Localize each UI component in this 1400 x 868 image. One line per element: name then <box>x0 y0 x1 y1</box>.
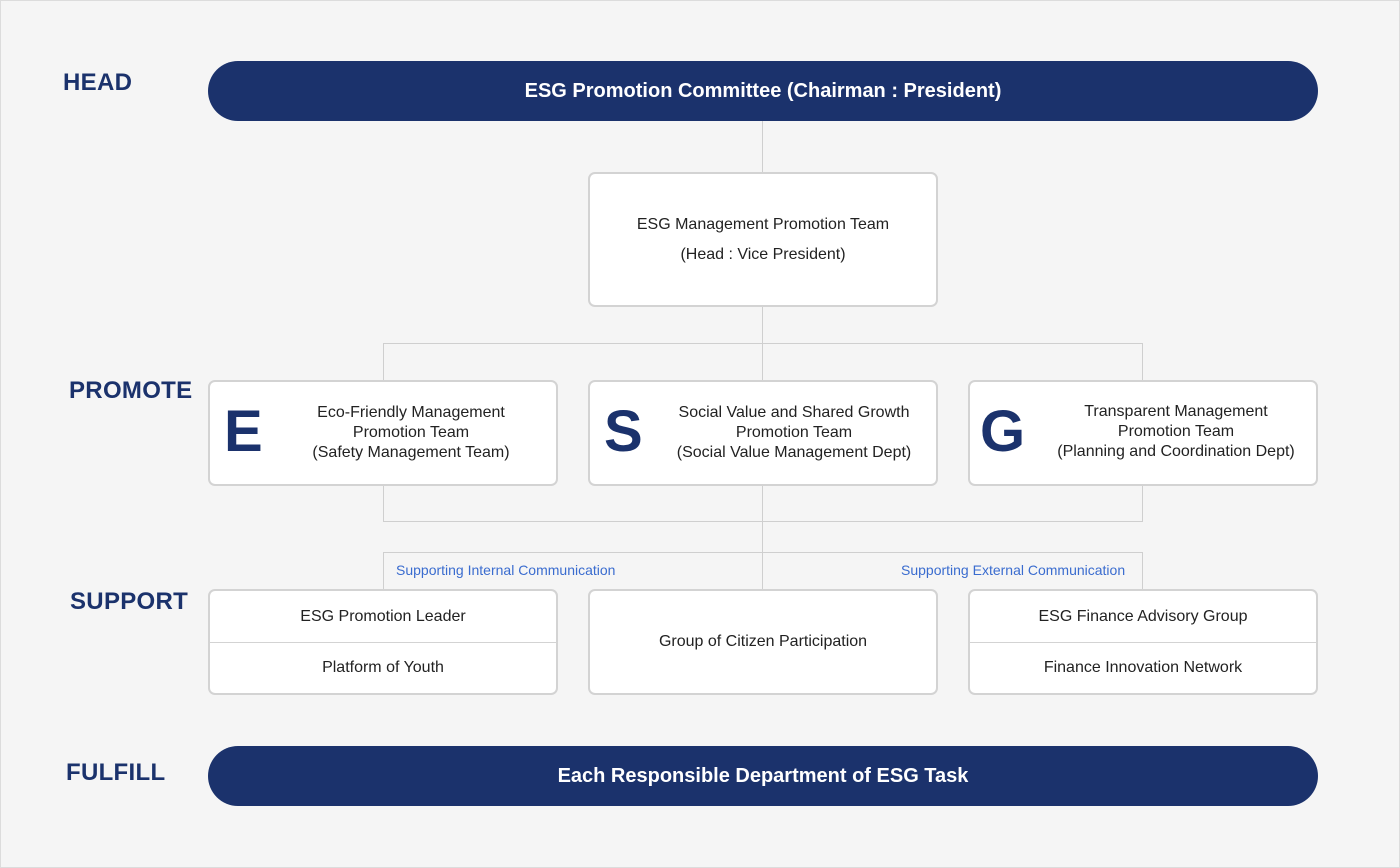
promote-team-e-line3: (Safety Management Team) <box>312 444 510 461</box>
support-item-platform-youth-text: Platform of Youth <box>322 658 444 676</box>
support-item-platform-youth: Platform of Youth <box>210 642 556 693</box>
promote-team-g-line1: Transparent Management <box>1084 402 1268 420</box>
management-team-head: (Head : Vice President) <box>680 245 846 263</box>
fulfill-bar: Each Responsible Department of ESG Task <box>208 746 1318 806</box>
connector-e-down <box>383 485 384 522</box>
esg-letter-s: S <box>604 399 643 465</box>
support-item-finance-innovation-text: Finance Innovation Network <box>1043 658 1243 676</box>
connector-support-right <box>1142 552 1143 590</box>
head-committee-bar: ESG Promotion Committee (Chairman : Pres… <box>208 61 1318 121</box>
promote-team-s: S Social Value and Shared Growth Promoti… <box>588 380 938 486</box>
support-group-left: ESG Promotion Leader Platform of Youth <box>208 589 558 695</box>
promote-team-e: E Eco-Friendly Management Promotion Team… <box>208 380 558 486</box>
support-item-finance-advisory: ESG Finance Advisory Group <box>970 591 1316 643</box>
esg-letter-e: E <box>224 399 263 465</box>
promote-team-e-line1: Eco-Friendly Management <box>317 404 505 421</box>
support-item-promotion-leader: ESG Promotion Leader <box>210 591 556 643</box>
connector-head-to-team <box>762 121 763 173</box>
promote-team-s-line1: Social Value and Shared Growth <box>678 404 910 421</box>
connector-support-left <box>383 552 384 590</box>
level-label-fulfill: FULFILL <box>66 759 166 786</box>
connector-g-down <box>1142 485 1143 522</box>
connector-e-up <box>383 343 384 382</box>
connector-promote-top-bar <box>383 343 1143 344</box>
promote-team-g-line2: Promotion Team <box>1117 422 1235 440</box>
connector-promote-bottom-bar <box>383 521 1143 522</box>
support-item-promotion-leader-text: ESG Promotion Leader <box>300 607 466 625</box>
support-item-finance-advisory-text: ESG Finance Advisory Group <box>1038 607 1248 625</box>
promote-team-s-line3: (Social Value Management Dept) <box>676 444 912 461</box>
management-team-box: ESG Management Promotion Team (Head : Vi… <box>588 172 938 307</box>
connector-g-up <box>1142 343 1143 382</box>
head-committee-text: ESG Promotion Committee (Chairman : Pres… <box>524 79 1002 102</box>
promote-team-s-line2: Promotion Team <box>735 424 853 441</box>
connector-support-top-bar <box>383 552 1143 553</box>
support-item-citizen-participation-text: Group of Citizen Participation <box>658 633 868 650</box>
level-label-support: SUPPORT <box>70 588 189 615</box>
connector-s-down <box>762 485 763 590</box>
promote-team-g-text: Transparent Management Promotion Team (P… <box>1040 402 1312 462</box>
support-item-citizen-participation: Group of Citizen Participation <box>590 591 936 693</box>
support-item-finance-innovation: Finance Innovation Network <box>970 642 1316 693</box>
fulfill-bar-text: Each Responsible Department of ESG Task <box>557 764 969 787</box>
level-label-head: HEAD <box>63 69 133 96</box>
level-label-promote: PROMOTE <box>69 377 193 404</box>
support-group-right: ESG Finance Advisory Group Finance Innov… <box>968 589 1318 695</box>
internal-communication-label: Supporting Internal Communication <box>396 562 616 578</box>
esg-letter-g: G <box>980 399 1026 465</box>
promote-team-e-line2: Promotion Team <box>352 424 470 441</box>
support-group-center: Group of Citizen Participation <box>588 589 938 695</box>
management-team-name: ESG Management Promotion Team <box>636 215 890 233</box>
promote-team-s-text: Social Value and Shared Growth Promotion… <box>656 403 932 463</box>
connector-team-down <box>762 306 763 382</box>
promote-team-g-line3: (Planning and Coordination Dept) <box>1057 442 1295 460</box>
promote-team-e-text: Eco-Friendly Management Promotion Team (… <box>270 403 552 463</box>
promote-team-g: G Transparent Management Promotion Team … <box>968 380 1318 486</box>
external-communication-label: Supporting External Communication <box>901 562 1126 578</box>
